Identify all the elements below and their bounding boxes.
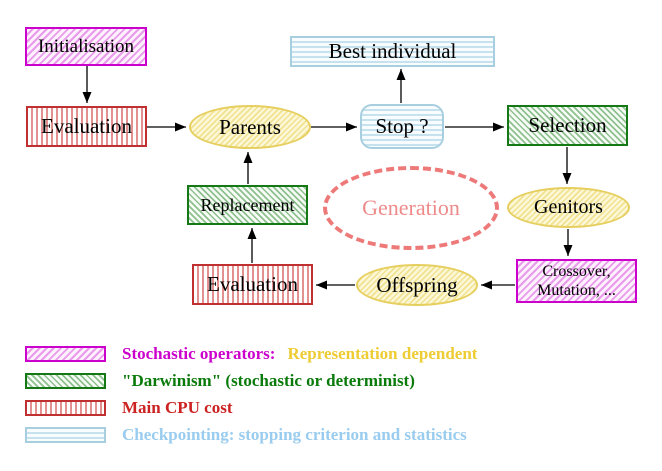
legend-swatch-red-stripes-icon xyxy=(25,400,106,416)
generation-label: Generation xyxy=(362,195,460,220)
legend-label-stochastic-operators: Stochastic operators: Representation depe… xyxy=(122,344,477,364)
crossover-line2: Mutation, ... xyxy=(537,282,616,299)
legend-label-cpu-cost: Main CPU cost xyxy=(122,398,233,417)
legend-swatch-cyan-stripes-icon xyxy=(25,427,106,443)
node-best-individual: Best individual xyxy=(290,36,495,67)
node-evaluation-bottom: Evaluation xyxy=(192,264,313,305)
legend-row-darwinism: "Darwinism" (stochastic or determinist) xyxy=(25,371,415,391)
node-parents: Parents xyxy=(189,105,311,149)
legend-swatch-green-hatch-icon xyxy=(25,373,106,389)
legend-row-stochastic-operators: Stochastic operators: Representation depe… xyxy=(25,344,477,364)
legend-text-stochastic: Stochastic operators: xyxy=(122,344,276,363)
node-selection: Selection xyxy=(507,105,628,146)
legend-label-darwinism: "Darwinism" (stochastic or determinist) xyxy=(122,371,415,390)
node-initialisation: Initialisation xyxy=(25,27,147,66)
node-crossover-mutation: Crossover, Mutation, ... xyxy=(516,259,637,303)
node-offspring: Offspring xyxy=(356,264,478,306)
node-evaluation-top: Evaluation xyxy=(26,106,147,147)
node-genitors: Genitors xyxy=(507,187,630,228)
node-replacement: Replacement xyxy=(187,185,308,225)
legend-swatch-magenta-hatch-icon xyxy=(25,346,106,362)
node-stop: Stop ? xyxy=(360,104,444,149)
legend-row-checkpointing: Checkpointing: stopping criterion and st… xyxy=(25,425,467,445)
legend-text-representation: Representation dependent xyxy=(287,344,478,363)
generation-loop-ellipse: Generation xyxy=(323,166,499,250)
crossover-line1: Crossover, xyxy=(542,263,611,280)
legend-row-cpu-cost: Main CPU cost xyxy=(25,398,232,418)
legend-label-checkpointing: Checkpointing: stopping criterion and st… xyxy=(122,425,467,444)
